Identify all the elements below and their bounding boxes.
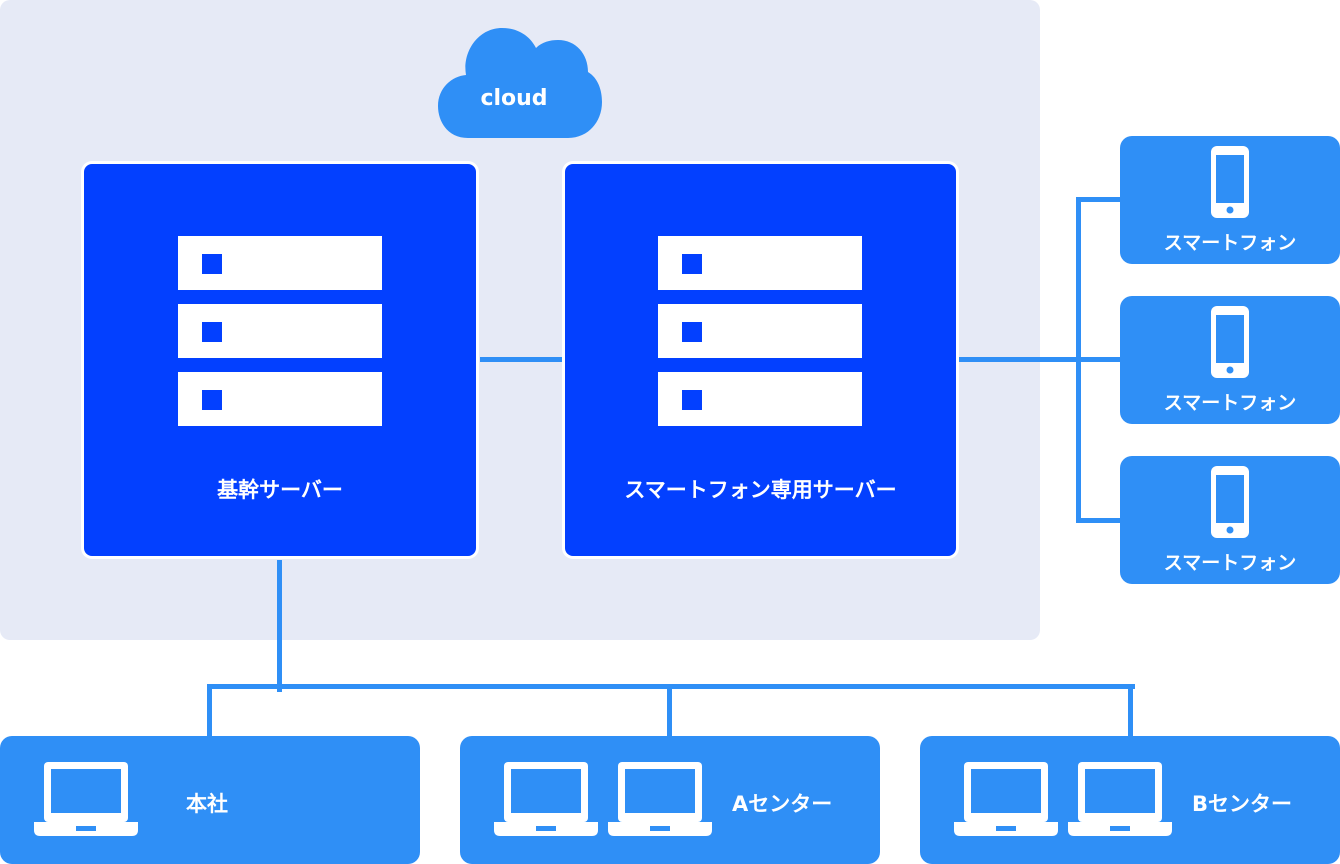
server-led-icon bbox=[202, 254, 222, 274]
smartphone-card[interactable]: スマートフォン bbox=[1120, 296, 1340, 424]
server-led-icon bbox=[202, 390, 222, 410]
laptop-icon bbox=[608, 762, 712, 836]
smartphone-label: スマートフォン bbox=[1163, 232, 1297, 254]
smartphone-label: スマートフォン bbox=[1163, 392, 1297, 414]
smartphone-icon bbox=[1211, 146, 1249, 218]
server-unit bbox=[658, 304, 862, 358]
site-branch-a bbox=[667, 684, 672, 736]
server-led-icon bbox=[682, 322, 702, 342]
phone-branch-3 bbox=[1076, 518, 1120, 523]
site-branch-honsha bbox=[207, 684, 212, 736]
laptop-icon bbox=[954, 762, 1058, 836]
smartphone-icon bbox=[1211, 306, 1249, 378]
laptop-icon bbox=[1068, 762, 1172, 836]
server-led-icon bbox=[682, 390, 702, 410]
site-label-a-center: Aセンター bbox=[732, 792, 833, 816]
laptop-icon bbox=[34, 762, 138, 836]
server-unit bbox=[178, 304, 382, 358]
smartphone-server[interactable]: スマートフォン専用サーバー bbox=[565, 164, 956, 556]
link-smartphone-server-to-phones bbox=[958, 357, 1120, 362]
site-branch-b bbox=[1128, 684, 1133, 736]
server-unit bbox=[658, 372, 862, 426]
smartphone-card[interactable]: スマートフォン bbox=[1120, 456, 1340, 584]
cloud-icon bbox=[438, 28, 602, 138]
core-server[interactable]: 基幹サーバー bbox=[84, 164, 476, 556]
phone-branch-1 bbox=[1076, 197, 1120, 202]
site-card-honsha[interactable]: 本社 bbox=[0, 736, 420, 864]
smartphone-label: スマートフォン bbox=[1163, 552, 1297, 574]
laptop-icon bbox=[494, 762, 598, 836]
server-unit bbox=[178, 372, 382, 426]
core-server-label: 基幹サーバー bbox=[217, 478, 343, 502]
site-label-honsha: 本社 bbox=[186, 792, 228, 816]
server-unit bbox=[658, 236, 862, 290]
smartphone-server-label: スマートフォン専用サーバー bbox=[624, 478, 897, 502]
link-core-to-smartphone-server bbox=[480, 357, 562, 362]
smartphone-icon bbox=[1211, 466, 1249, 538]
server-led-icon bbox=[682, 254, 702, 274]
site-card-b-center[interactable]: Bセンター bbox=[920, 736, 1340, 864]
site-label-b-center: Bセンター bbox=[1192, 792, 1293, 816]
smartphone-card[interactable]: スマートフォン bbox=[1120, 136, 1340, 264]
site-card-a-center[interactable]: Aセンター bbox=[460, 736, 880, 864]
cloud-label: cloud bbox=[480, 86, 548, 111]
phone-bus-vertical bbox=[1076, 197, 1081, 523]
server-led-icon bbox=[202, 322, 222, 342]
link-core-to-sites bbox=[277, 560, 282, 692]
server-unit bbox=[178, 236, 382, 290]
